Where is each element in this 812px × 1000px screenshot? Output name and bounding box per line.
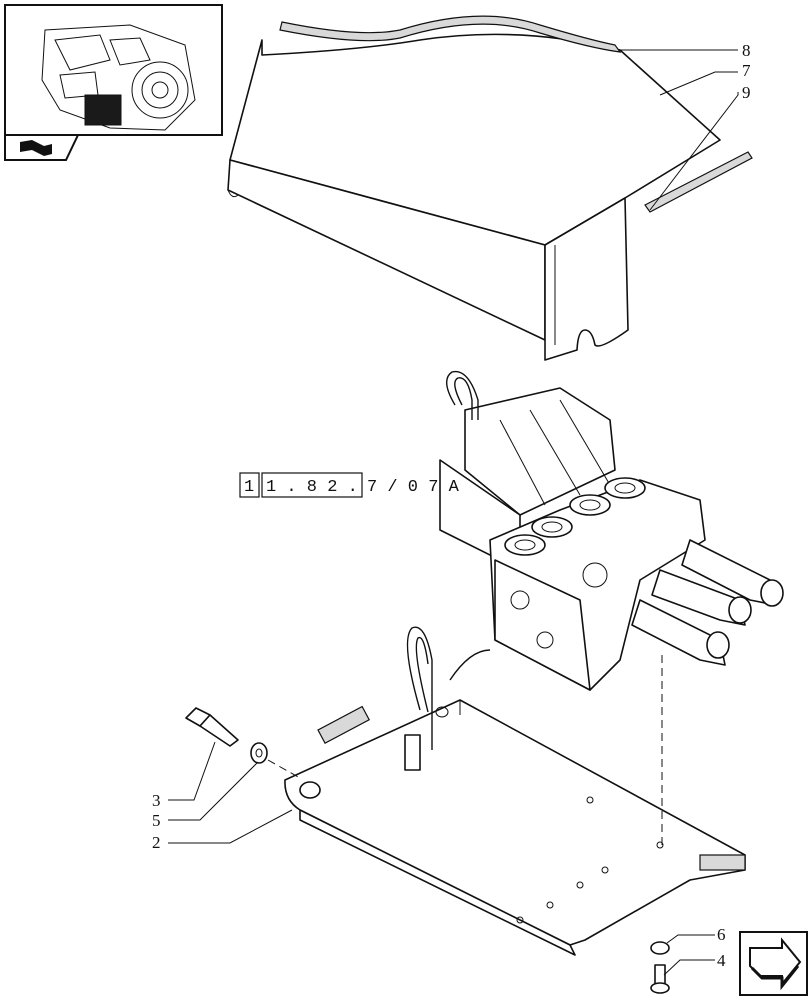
- reference-code-group: 1 . 8 2 .: [266, 478, 358, 497]
- reference-code-prefix: 1: [244, 478, 254, 497]
- callout-6: 6: [717, 925, 726, 944]
- callout-5: 5: [152, 811, 161, 830]
- bolt-part-4: [650, 964, 670, 994]
- callout-9: 9: [742, 83, 751, 102]
- alignment-line: [267, 759, 301, 779]
- callout-3: 3: [152, 791, 161, 810]
- control-valve-block: [439, 370, 784, 691]
- next-page-arrow-icon[interactable]: [739, 931, 808, 996]
- book-icon[interactable]: [4, 134, 80, 161]
- cover-part-7: [227, 33, 721, 361]
- nut-part-6: [650, 941, 670, 955]
- seal-strip-part-8: [279, 15, 622, 53]
- overview-thumbnail-icon[interactable]: [4, 4, 223, 136]
- reference-code-suffix: 7 / 0 7 A: [367, 478, 460, 497]
- callout-8: 8: [742, 41, 751, 60]
- mounting-plate-part-2: [284, 626, 746, 956]
- reference-code-link[interactable]: 1 1 . 8 2 . 7 / 0 7 A: [239, 472, 460, 498]
- leader-lines: [168, 49, 739, 976]
- callout-7: 7: [742, 61, 751, 80]
- washer-part-5: [250, 742, 268, 764]
- callout-4: 4: [717, 951, 726, 970]
- callout-2: 2: [152, 833, 161, 852]
- seal-strip-part-9: [644, 151, 753, 213]
- bolt-part-3: [185, 707, 239, 747]
